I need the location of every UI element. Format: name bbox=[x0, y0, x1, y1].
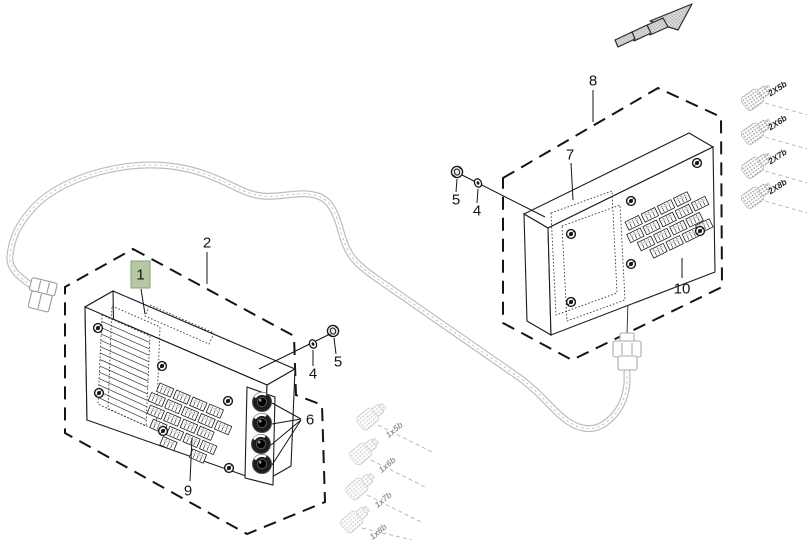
cable-plug-right bbox=[612, 332, 642, 371]
harness-plug-icon bbox=[739, 178, 775, 211]
connector-label-1x7b: 1x7b bbox=[372, 490, 393, 510]
callout-5-label-left[interactable]: 5 bbox=[334, 354, 342, 371]
connector-label-2x5b: 2X5b bbox=[765, 79, 788, 99]
connector-label-1x6b: 1x6b bbox=[376, 455, 397, 475]
harness-connectors-bottom: 1x5b 1x6b 1x7b 1x8b bbox=[338, 399, 433, 540]
assembly-left-outline bbox=[64, 247, 327, 536]
control-unit-left bbox=[83, 290, 297, 486]
callout-2-label[interactable]: 2 bbox=[203, 235, 211, 252]
harness-plug-icon bbox=[739, 114, 775, 147]
callout-2: 2 bbox=[203, 235, 211, 284]
connector-label-2x8b: 2X8b bbox=[765, 177, 788, 197]
callout-6-label[interactable]: 6 bbox=[306, 412, 314, 429]
fasteners-left-unit bbox=[258, 324, 340, 370]
callout-8-label[interactable]: 8 bbox=[589, 73, 597, 90]
nut-icon bbox=[450, 165, 464, 179]
callout-10: 10 bbox=[674, 258, 691, 298]
callout-4-label-right[interactable]: 4 bbox=[473, 203, 481, 220]
harness-plug-icon bbox=[347, 434, 383, 467]
cable-harness bbox=[6, 161, 631, 433]
control-unit-right bbox=[522, 132, 716, 336]
cable-plug-left bbox=[27, 277, 58, 313]
callout-9: 9 bbox=[184, 437, 193, 500]
harness-connectors-top: 2X5b 2X6b 2X7b 2X8b bbox=[739, 79, 808, 214]
assembly-right-outline bbox=[502, 86, 724, 362]
callout-4-label-left[interactable]: 4 bbox=[309, 366, 317, 383]
callout-1-label[interactable]: 1 bbox=[136, 267, 144, 284]
connector-label-2x6b: 2X6b bbox=[765, 113, 788, 133]
harness-plug-icon bbox=[739, 148, 775, 181]
fasteners-right-unit bbox=[450, 165, 546, 218]
direction-arrow-icon bbox=[614, 3, 693, 48]
callout-5-label-right[interactable]: 5 bbox=[452, 192, 460, 209]
harness-plug-icon bbox=[343, 469, 379, 502]
callout-8: 8 bbox=[589, 73, 597, 122]
harness-plug-icon bbox=[354, 399, 390, 432]
nut-icon bbox=[326, 324, 340, 338]
harness-plug-icon bbox=[739, 80, 775, 113]
callout-6: 6 bbox=[270, 402, 314, 466]
harness-plug-icon bbox=[338, 502, 374, 535]
callout-10-label[interactable]: 10 bbox=[674, 281, 691, 298]
callout-7-label[interactable]: 7 bbox=[566, 147, 574, 164]
connector-label-1x8b: 1x8b bbox=[367, 522, 388, 540]
callout-1-hotspot[interactable]: 1 bbox=[130, 260, 151, 315]
callout-7: 7 bbox=[566, 147, 574, 201]
connector-label-1x5b: 1x5b bbox=[383, 420, 404, 440]
washer-icon bbox=[472, 176, 484, 190]
cover-module bbox=[550, 190, 626, 322]
connector-label-2x7b: 2X7b bbox=[765, 147, 788, 167]
callout-9-label[interactable]: 9 bbox=[184, 483, 192, 500]
